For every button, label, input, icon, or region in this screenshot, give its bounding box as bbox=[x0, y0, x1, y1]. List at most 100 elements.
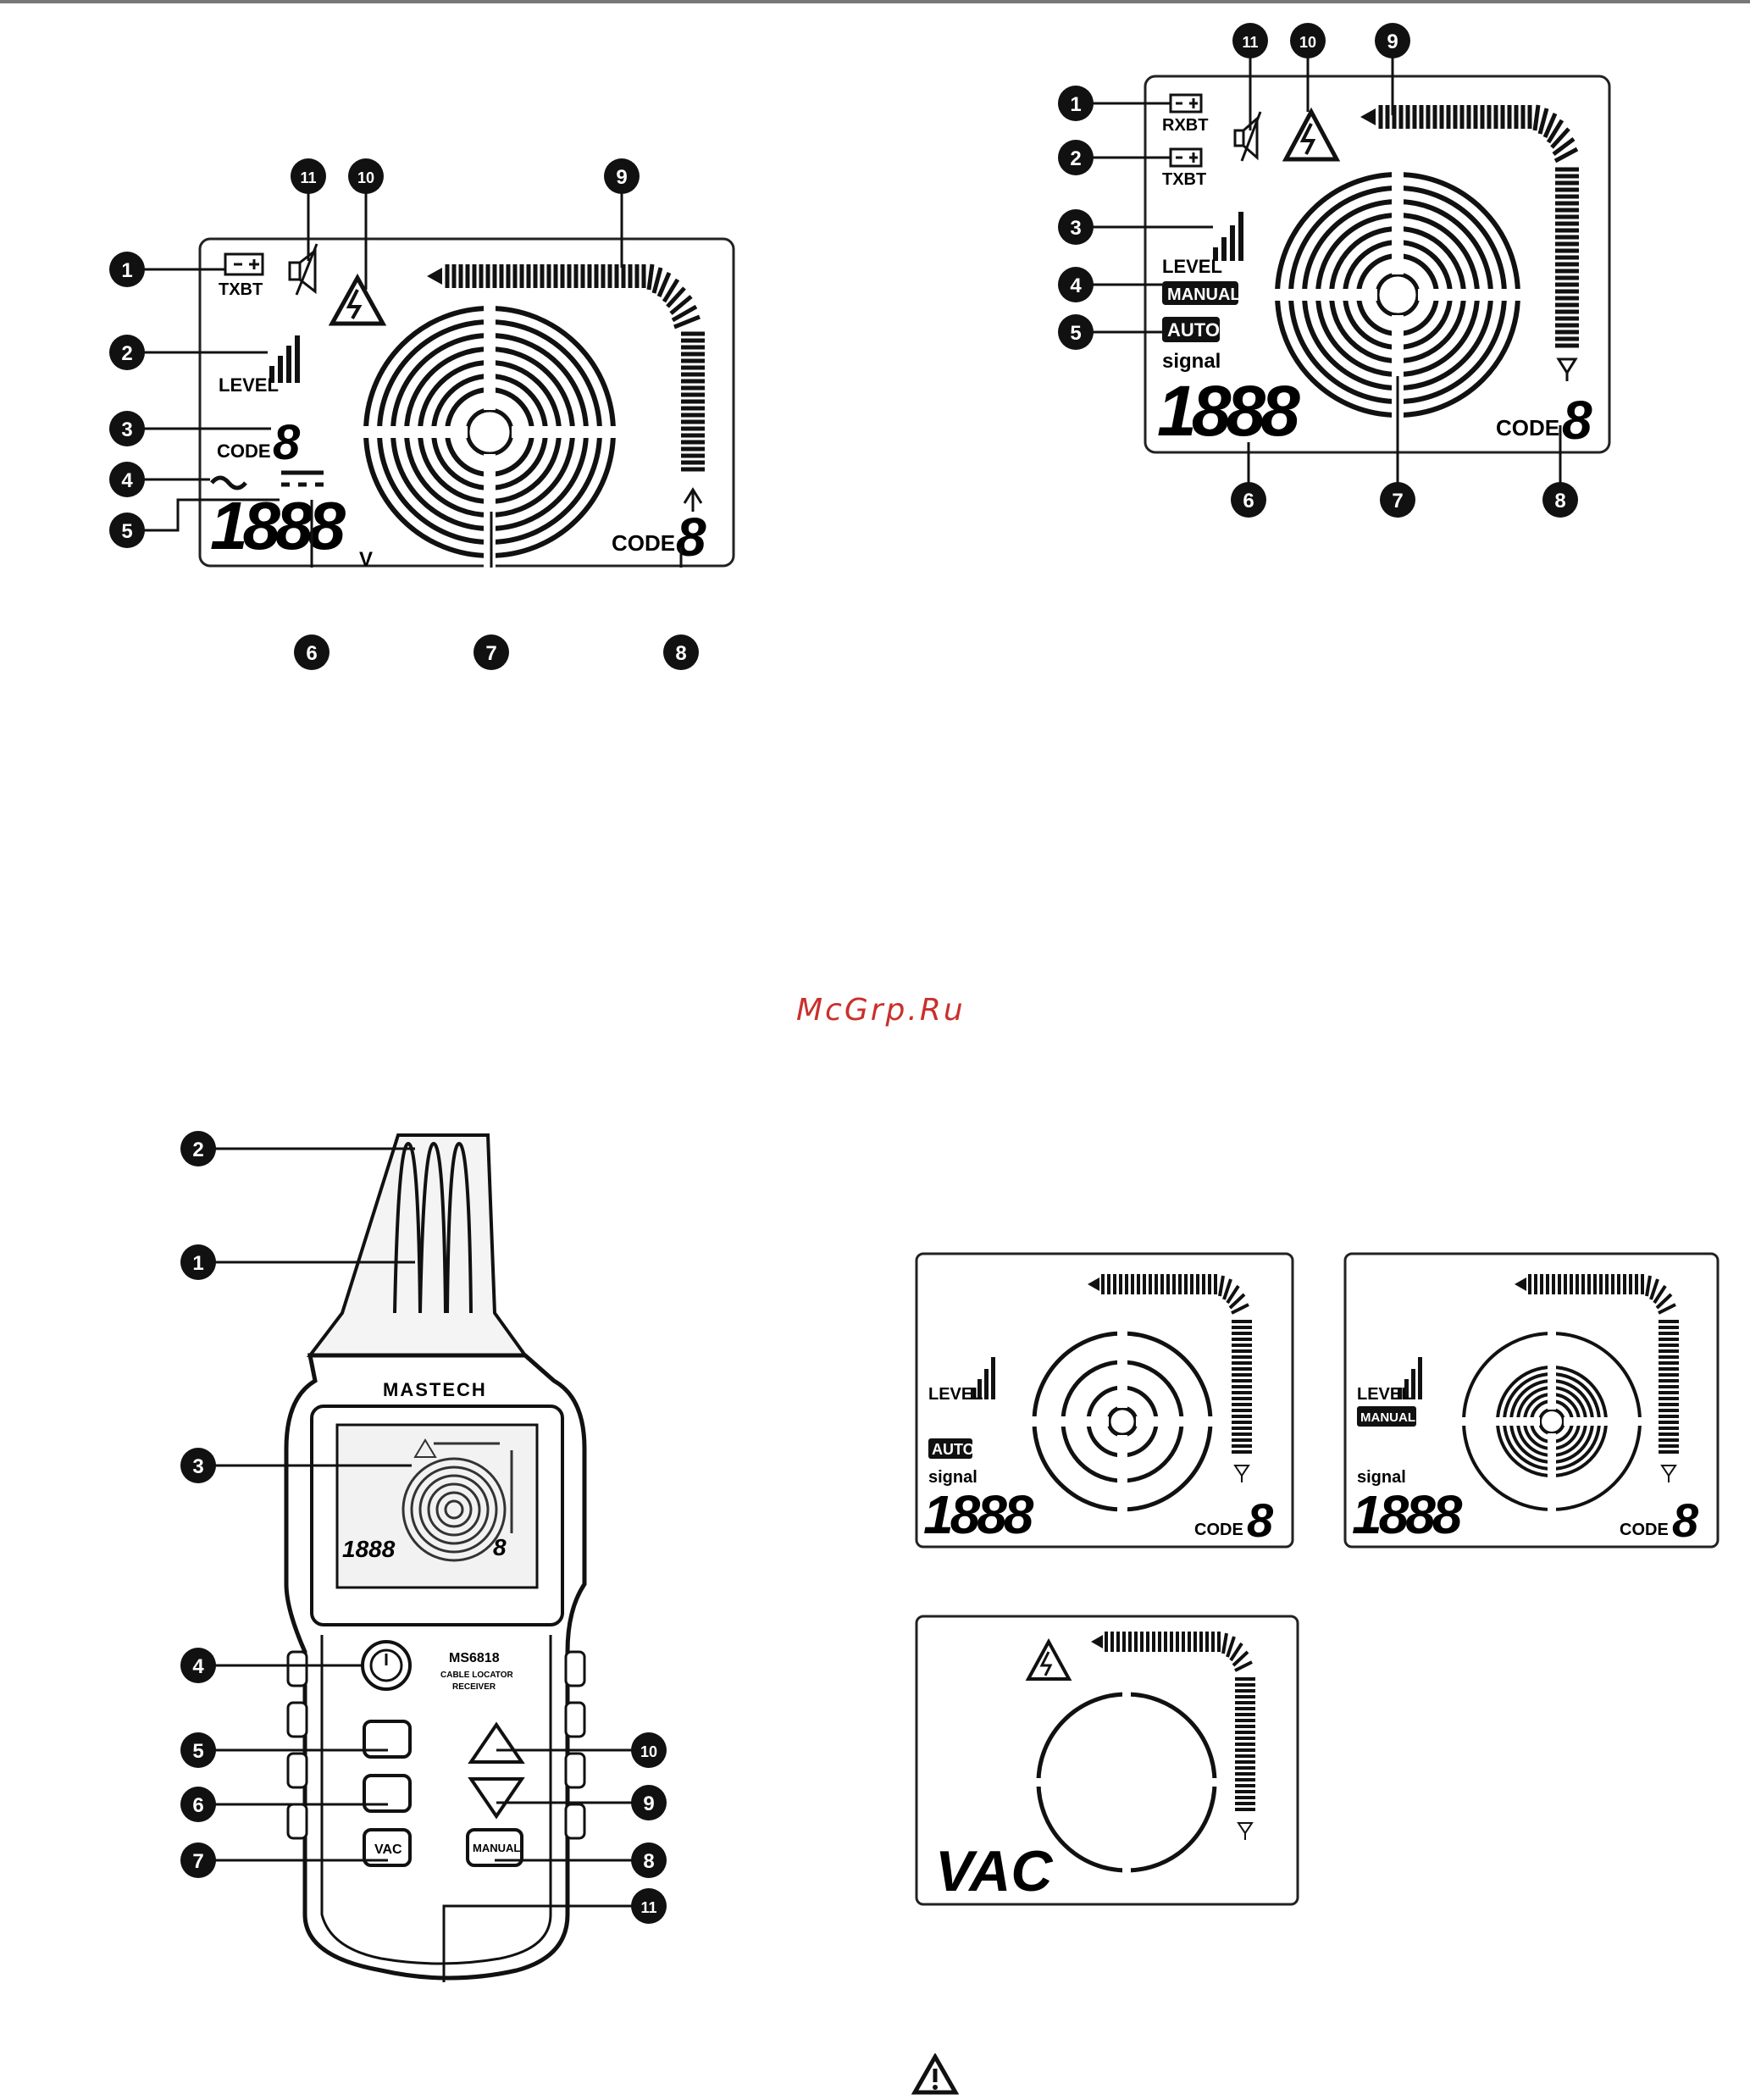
signal-rings bbox=[1028, 1327, 1216, 1516]
svg-text:11: 11 bbox=[1242, 34, 1258, 51]
svg-text:9: 9 bbox=[643, 1792, 654, 1815]
code-label: CODE bbox=[1496, 415, 1559, 441]
level-label: LEVEL bbox=[1357, 1385, 1411, 1404]
callout-1: 1 bbox=[180, 1244, 216, 1280]
mute-button[interactable] bbox=[364, 1721, 410, 1757]
mute-icon bbox=[290, 244, 317, 295]
callout-3: 3 bbox=[1058, 209, 1094, 245]
screen-code: 8 bbox=[493, 1534, 507, 1560]
high-voltage-icon bbox=[1286, 112, 1337, 159]
battery-rx-icon bbox=[1171, 95, 1201, 112]
callout-11: 11 bbox=[291, 158, 326, 194]
svg-text:10: 10 bbox=[357, 169, 374, 186]
receiver-lcd-figure: RXBT TXBT LEVEL MANUAL AUTO signal 1888 bbox=[1047, 17, 1640, 525]
callout-3: 3 bbox=[109, 411, 145, 446]
callout-2: 2 bbox=[180, 1131, 216, 1166]
callout-7: 7 bbox=[1380, 482, 1415, 518]
svg-text:4: 4 bbox=[1070, 274, 1082, 297]
svg-text:2: 2 bbox=[1070, 147, 1081, 170]
signal-reading: 1888 bbox=[1157, 371, 1300, 451]
warning-icon bbox=[911, 2053, 959, 2097]
auto-label: AUTO bbox=[932, 1441, 975, 1458]
callout-7: 7 bbox=[473, 634, 509, 670]
battery-tx-icon bbox=[1171, 149, 1201, 166]
callout-6: 6 bbox=[1231, 482, 1266, 518]
callout-5: 5 bbox=[109, 513, 145, 548]
callout-9: 9 bbox=[631, 1785, 667, 1820]
svg-text:7: 7 bbox=[485, 642, 496, 665]
top-rule bbox=[0, 0, 1750, 3]
callout-4: 4 bbox=[180, 1648, 216, 1683]
svg-text:7: 7 bbox=[192, 1850, 203, 1873]
callout-8: 8 bbox=[631, 1842, 667, 1878]
model-line1: CABLE LOCATOR bbox=[440, 1671, 514, 1680]
svg-text:9: 9 bbox=[616, 166, 627, 189]
backlight-button[interactable] bbox=[364, 1776, 410, 1811]
code-digit: 8 bbox=[1562, 390, 1592, 451]
screen-reading: 1888 bbox=[342, 1536, 396, 1562]
signal-label: signal bbox=[1162, 350, 1221, 373]
code-label: CODE bbox=[1194, 1521, 1243, 1539]
power-button[interactable] bbox=[363, 1642, 410, 1689]
antenna-icon bbox=[1235, 1466, 1249, 1482]
svg-text:8: 8 bbox=[1554, 490, 1565, 513]
svg-text:5: 5 bbox=[121, 520, 132, 543]
signal-rings bbox=[356, 296, 623, 568]
probe-tip bbox=[310, 1135, 525, 1355]
model-line2: RECEIVER bbox=[452, 1682, 496, 1692]
svg-text:11: 11 bbox=[300, 169, 316, 186]
manual-label: MANUAL bbox=[1360, 1410, 1415, 1425]
model-label: MS6818 bbox=[449, 1651, 500, 1665]
svg-text:MANUAL: MANUAL bbox=[473, 1842, 520, 1854]
code-digit: 8 bbox=[1247, 1493, 1274, 1547]
code-label: CODE bbox=[217, 441, 271, 462]
receiver-device-figure: MASTECH 3 8 1888 MS6818 CABLE LOCATOR RE… bbox=[161, 1110, 703, 1991]
callout-6: 6 bbox=[294, 634, 330, 670]
auto-label: AUTO bbox=[1167, 319, 1220, 341]
svg-text:6: 6 bbox=[1243, 490, 1254, 513]
callout-5: 5 bbox=[1058, 314, 1094, 350]
voltage-unit: V bbox=[359, 548, 373, 571]
callout-4: 4 bbox=[109, 462, 145, 497]
svg-text:3: 3 bbox=[1070, 217, 1081, 240]
svg-text:1: 1 bbox=[192, 1252, 203, 1275]
brand-label: MASTECH bbox=[383, 1379, 487, 1400]
svg-text:10: 10 bbox=[1299, 34, 1316, 51]
callout-8: 8 bbox=[663, 634, 699, 670]
callout-7: 7 bbox=[180, 1842, 216, 1878]
vac-mode-lcd: VAC bbox=[915, 1615, 1299, 1908]
svg-text:2: 2 bbox=[192, 1139, 203, 1161]
auto-mode-lcd: LEVEL AUTO signal 1888 bbox=[915, 1252, 1296, 1550]
callout-3: 3 bbox=[180, 1448, 216, 1483]
callout-8: 8 bbox=[1542, 482, 1578, 518]
level-label: LEVEL bbox=[928, 1385, 983, 1404]
battery-icon bbox=[225, 254, 263, 274]
vac-reading: VAC bbox=[935, 1839, 1053, 1903]
signal-reading: 1888 bbox=[923, 1484, 1034, 1545]
signal-reading: 1888 bbox=[1352, 1484, 1463, 1545]
manual-mode-lcd: LEVEL MANUAL signal 1888 bbox=[1343, 1252, 1721, 1550]
rxbt-label: RXBT bbox=[1162, 116, 1208, 135]
code-digit: 8 bbox=[1672, 1493, 1699, 1547]
callout-9: 9 bbox=[604, 158, 640, 194]
svg-text:10: 10 bbox=[640, 1743, 657, 1760]
txbt-label: TXBT bbox=[219, 280, 263, 299]
callout-9: 9 bbox=[1375, 23, 1410, 58]
svg-text:2: 2 bbox=[121, 342, 132, 365]
antenna-icon bbox=[1238, 1823, 1252, 1840]
mute-icon bbox=[1235, 112, 1260, 161]
svg-text:4: 4 bbox=[121, 469, 133, 492]
svg-text:5: 5 bbox=[1070, 322, 1081, 345]
svg-text:8: 8 bbox=[643, 1850, 654, 1873]
transmitter-lcd-figure: TXBT LEVEL CODE 8 1888 V bbox=[93, 144, 762, 686]
code-label-right: CODE bbox=[612, 530, 675, 556]
callout-2: 2 bbox=[1058, 140, 1094, 175]
txbt-label: TXBT bbox=[1162, 170, 1206, 189]
callout-11: 11 bbox=[631, 1888, 667, 1924]
level-bars bbox=[1213, 212, 1243, 261]
signal-rings bbox=[1033, 1689, 1220, 1876]
callout-6: 6 bbox=[180, 1787, 216, 1822]
svg-text:8: 8 bbox=[675, 642, 686, 665]
callout-10: 10 bbox=[1290, 23, 1326, 58]
manual-label: MANUAL bbox=[1167, 285, 1241, 304]
